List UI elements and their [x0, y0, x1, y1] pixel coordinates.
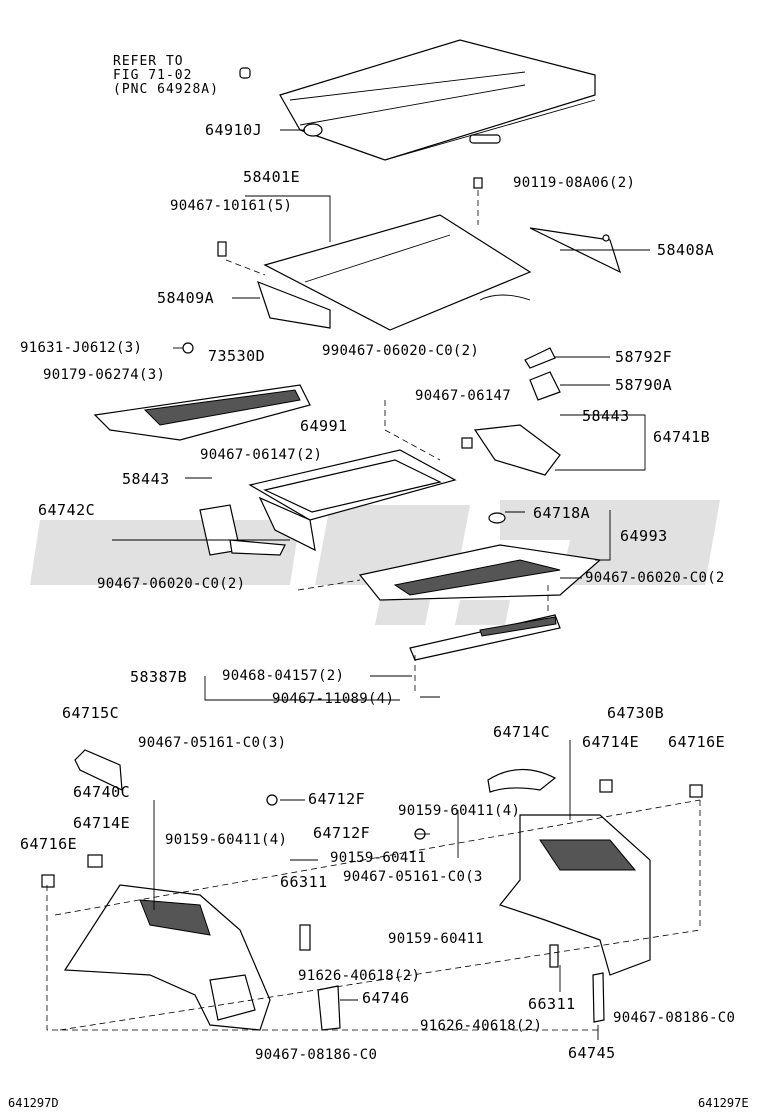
label-64718A: 64718A	[533, 504, 590, 522]
reference-note: REFER TO FIG 71-02 (PNC 64928A)	[113, 54, 219, 97]
label-91626-40618-left: 91626-40618(2)	[298, 968, 420, 984]
label-90159-60411-left: 90159-60411(4)	[165, 832, 287, 848]
label-90159-60411-bottom: 90159-60411	[388, 931, 484, 947]
reference-note-line-1: REFER TO	[113, 54, 184, 69]
label-64742C: 64742C	[38, 501, 95, 519]
deck-board-58401E	[217, 177, 532, 331]
leader-lines	[112, 129, 650, 1040]
label-58409A: 58409A	[157, 289, 214, 307]
label-90467-08186-right: 90467-08186-C0	[613, 1010, 735, 1026]
label-58408A: 58408A	[657, 241, 714, 259]
label-90468-04157: 90468-04157(2)	[222, 668, 344, 684]
footer-code-right: 641297E	[698, 1096, 749, 1110]
hook-58792F	[524, 347, 556, 369]
label-64910J: 64910J	[205, 121, 262, 139]
part-labels: 64910J 58401E 90467-10161(5) 90119-08A06…	[20, 121, 735, 1063]
label-64714E-left: 64714E	[73, 814, 130, 832]
label-90467-06020-top: 990467-06020-C0(2)	[322, 343, 479, 359]
label-58387B: 58387B	[130, 668, 187, 686]
label-66311-right: 66311	[528, 995, 576, 1013]
label-58790A: 58790A	[615, 376, 672, 394]
reference-note-line-2: FIG 71-02	[113, 68, 192, 83]
label-64712F-mid: 64712F	[313, 824, 370, 842]
trim-64740C	[63, 884, 271, 1031]
label-64712F-top: 64712F	[308, 790, 365, 808]
label-64715C: 64715C	[62, 704, 119, 722]
cover-64715C	[74, 749, 123, 791]
label-90467-05161-center: 90467-05161-C0(3	[343, 869, 483, 885]
label-58401E: 58401E	[243, 168, 300, 186]
label-64993: 64993	[620, 527, 668, 545]
label-73530D: 73530D	[208, 347, 265, 365]
label-58443-right: 58443	[582, 407, 630, 425]
label-90119-08A06: 90119-08A06(2)	[513, 175, 635, 191]
label-90467-05161-top: 90467-05161-C0(3)	[138, 735, 286, 751]
label-64714C: 64714C	[493, 723, 550, 741]
latch-58790A	[529, 371, 561, 401]
sill-plate-58387B	[409, 614, 561, 661]
label-66311-left: 66311	[280, 873, 328, 891]
label-90467-10161: 90467-10161(5)	[170, 198, 292, 214]
label-90467-06020-left: 90467-06020-C0(2)	[97, 576, 245, 592]
label-58443-left: 58443	[122, 470, 170, 488]
label-58792F: 58792F	[615, 348, 672, 366]
bracket-73530D	[93, 342, 311, 441]
cover-64714C	[487, 768, 557, 793]
watermark-logo	[30, 500, 720, 625]
label-91631-J0612: 91631-J0612(3)	[20, 340, 142, 356]
label-64714E-right: 64714E	[582, 733, 639, 751]
clips	[41, 779, 703, 968]
label-90179-06274: 90179-06274(3)	[43, 367, 165, 383]
tonneau-cover-64910J	[239, 39, 596, 161]
pad-64746	[317, 985, 341, 1031]
label-90467-06020-right: 90467-06020-C0(2	[585, 570, 725, 586]
label-90159-60411-right: 90159-60411(4)	[398, 803, 520, 819]
guide-lines	[46, 190, 701, 1031]
bracket-64741B	[461, 424, 561, 476]
label-90467-11089: 90467-11089(4)	[272, 691, 394, 707]
label-64716E-right: 64716E	[668, 733, 725, 751]
label-64740C: 64740C	[73, 783, 130, 801]
footer-code-left: 641297D	[8, 1096, 59, 1110]
label-90467-08186-left: 90467-08186-C0	[255, 1047, 377, 1063]
floor-tray-64993	[358, 512, 602, 601]
label-64745: 64745	[568, 1044, 616, 1062]
storage-box-64991	[248, 449, 457, 552]
side-panel-58409A	[257, 280, 331, 329]
label-64730B: 64730B	[607, 704, 664, 722]
bracket-64742C	[199, 504, 286, 556]
pad-64745	[592, 972, 605, 1023]
reference-note-line-3: (PNC 64928A)	[113, 82, 219, 97]
label-90467-06147-left: 90467-06147(2)	[200, 447, 322, 463]
label-64716E-left: 64716E	[20, 835, 77, 853]
label-64746: 64746	[362, 989, 410, 1007]
label-64991: 64991	[300, 417, 348, 435]
label-91626-40618-right: 91626-40618(2)	[420, 1018, 542, 1034]
label-90159-60411-center: 90159-60411	[330, 850, 426, 866]
label-90467-06147-right: 90467-06147	[415, 388, 511, 404]
label-64741B: 64741B	[653, 428, 710, 446]
trim-64730B	[498, 814, 651, 976]
